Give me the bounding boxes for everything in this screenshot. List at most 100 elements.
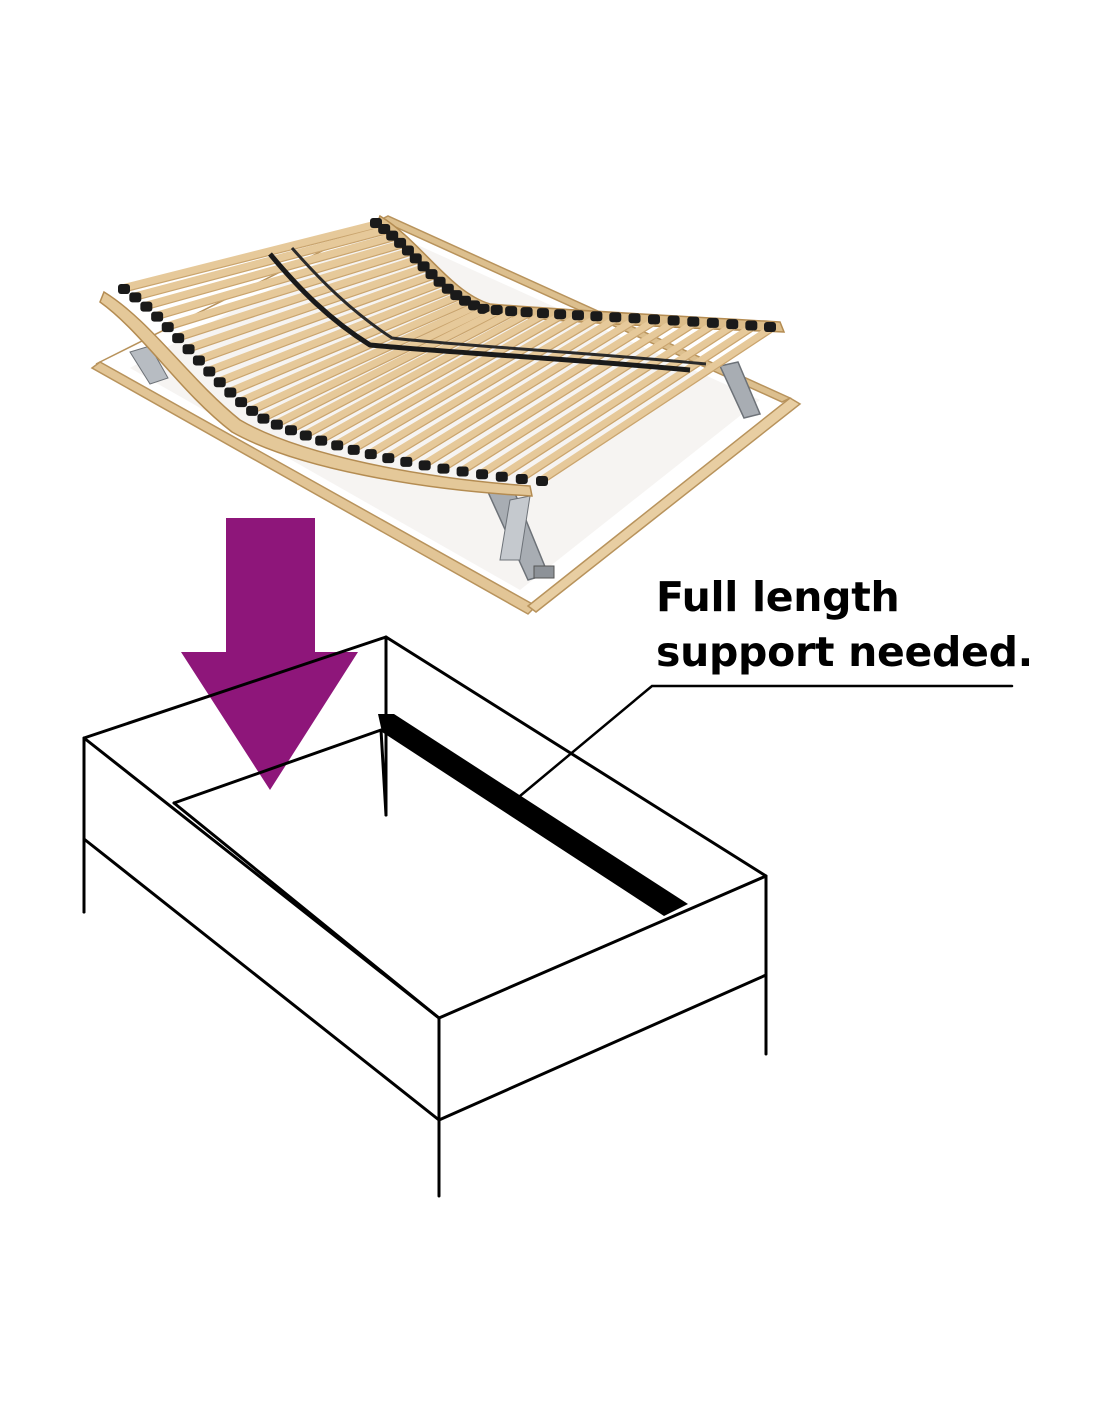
callout-line-2: support needed. [656,628,1033,676]
slat [226,292,463,396]
slat-holder-cap [182,344,195,355]
slat [349,312,584,453]
callout-leader-line [518,684,1014,798]
slat-edge [178,262,418,342]
slat [420,316,661,469]
slat-holder-cap [515,474,528,485]
slat [301,309,533,439]
slat-holder-cap [456,466,469,477]
slat-holder-cap [203,366,216,377]
slat [272,307,503,428]
slat-holder-cap [425,269,438,280]
slat-holder-cap [476,469,489,480]
slat-holder-cap [140,301,153,312]
slat-holder-cap [536,308,549,319]
slat-holder-cap [151,311,164,322]
slat-holder-cap [468,300,481,311]
slat-holder-cap [270,419,283,430]
box-inner-rim [172,728,388,817]
slat-edge [290,315,514,434]
slat [142,232,399,310]
slat-holder-cap [459,295,472,306]
slat-holder-cap [394,237,407,248]
slat-holder-cap [745,320,758,331]
slat-holder-cap [213,377,226,388]
slat-holder-cap [477,303,490,314]
slat [259,305,490,422]
slat-holder-cap [129,292,142,303]
slat-holder-cap [401,245,414,256]
slat-holder-cap [161,322,174,333]
slat [174,255,422,342]
slat-edge [481,327,716,478]
slat [248,302,481,414]
slat [366,313,603,458]
slat-holder-cap [235,397,248,408]
slat-holder-cap [331,440,344,451]
slat-edge [443,324,676,473]
slat-belts [268,247,707,373]
slat-edge [305,316,529,440]
slat-holder-cap [192,355,205,366]
slat-holder-cap [590,311,603,322]
slat-holder-cap [299,430,312,441]
slat-edge [167,254,411,331]
slat [458,318,700,475]
slat [131,225,391,301]
slat-holder-cap [246,405,259,416]
slat [120,220,382,292]
slat-edge [424,323,657,469]
slat-holder-cap [706,317,719,328]
slat-holder-cap [628,313,641,324]
slat-holder-cap [284,425,297,436]
bed-base-box-illustration [82,635,768,1198]
slat-holder-cap [409,253,422,264]
slat [333,311,567,449]
slat-holder-cap [667,315,680,326]
slat-holder-cap [347,444,360,455]
slat-edge [521,330,754,483]
slat [384,314,622,462]
slat [163,247,414,331]
slat-edge [251,309,477,415]
slat-edge [240,305,468,406]
slat [286,308,518,434]
slat-holder-cap [386,230,399,241]
slat [439,317,680,472]
slat [194,271,438,364]
slat [237,297,472,406]
slat-holder-cap [418,460,431,471]
slat-edge [198,278,434,365]
slat [538,324,776,484]
slat-edge [219,293,451,386]
slat-edge [230,299,459,397]
slat [478,319,719,478]
slat-edge [462,326,696,476]
slat [497,321,739,480]
slat-edge [188,270,426,353]
slat-edge [146,240,395,311]
slat-holder-cap [437,463,450,474]
slat-holder-cap [433,276,446,287]
slat-edge [123,227,379,293]
slat-holder-cap [382,453,395,464]
slat-holder-cap [495,471,508,482]
slat [184,263,430,353]
slat [402,315,641,465]
slat-holder-cap [257,413,270,424]
slatted-frame-illustration [90,214,802,615]
slat-holder-cap [687,316,700,327]
slat-holder-cap [417,261,430,272]
slat-holder-cap [520,307,533,318]
adjuster-arms [129,345,762,581]
slat-holder-cap [364,449,377,460]
slat-holder-cap [441,283,454,294]
slat-edge [541,331,773,485]
slat-holder-cap [648,314,661,325]
callout-line-1: Full length [656,573,900,621]
box-top-rim [82,635,768,1020]
wooden-slats [118,218,776,486]
slat-holder-cap [571,310,584,321]
slat [317,310,549,444]
